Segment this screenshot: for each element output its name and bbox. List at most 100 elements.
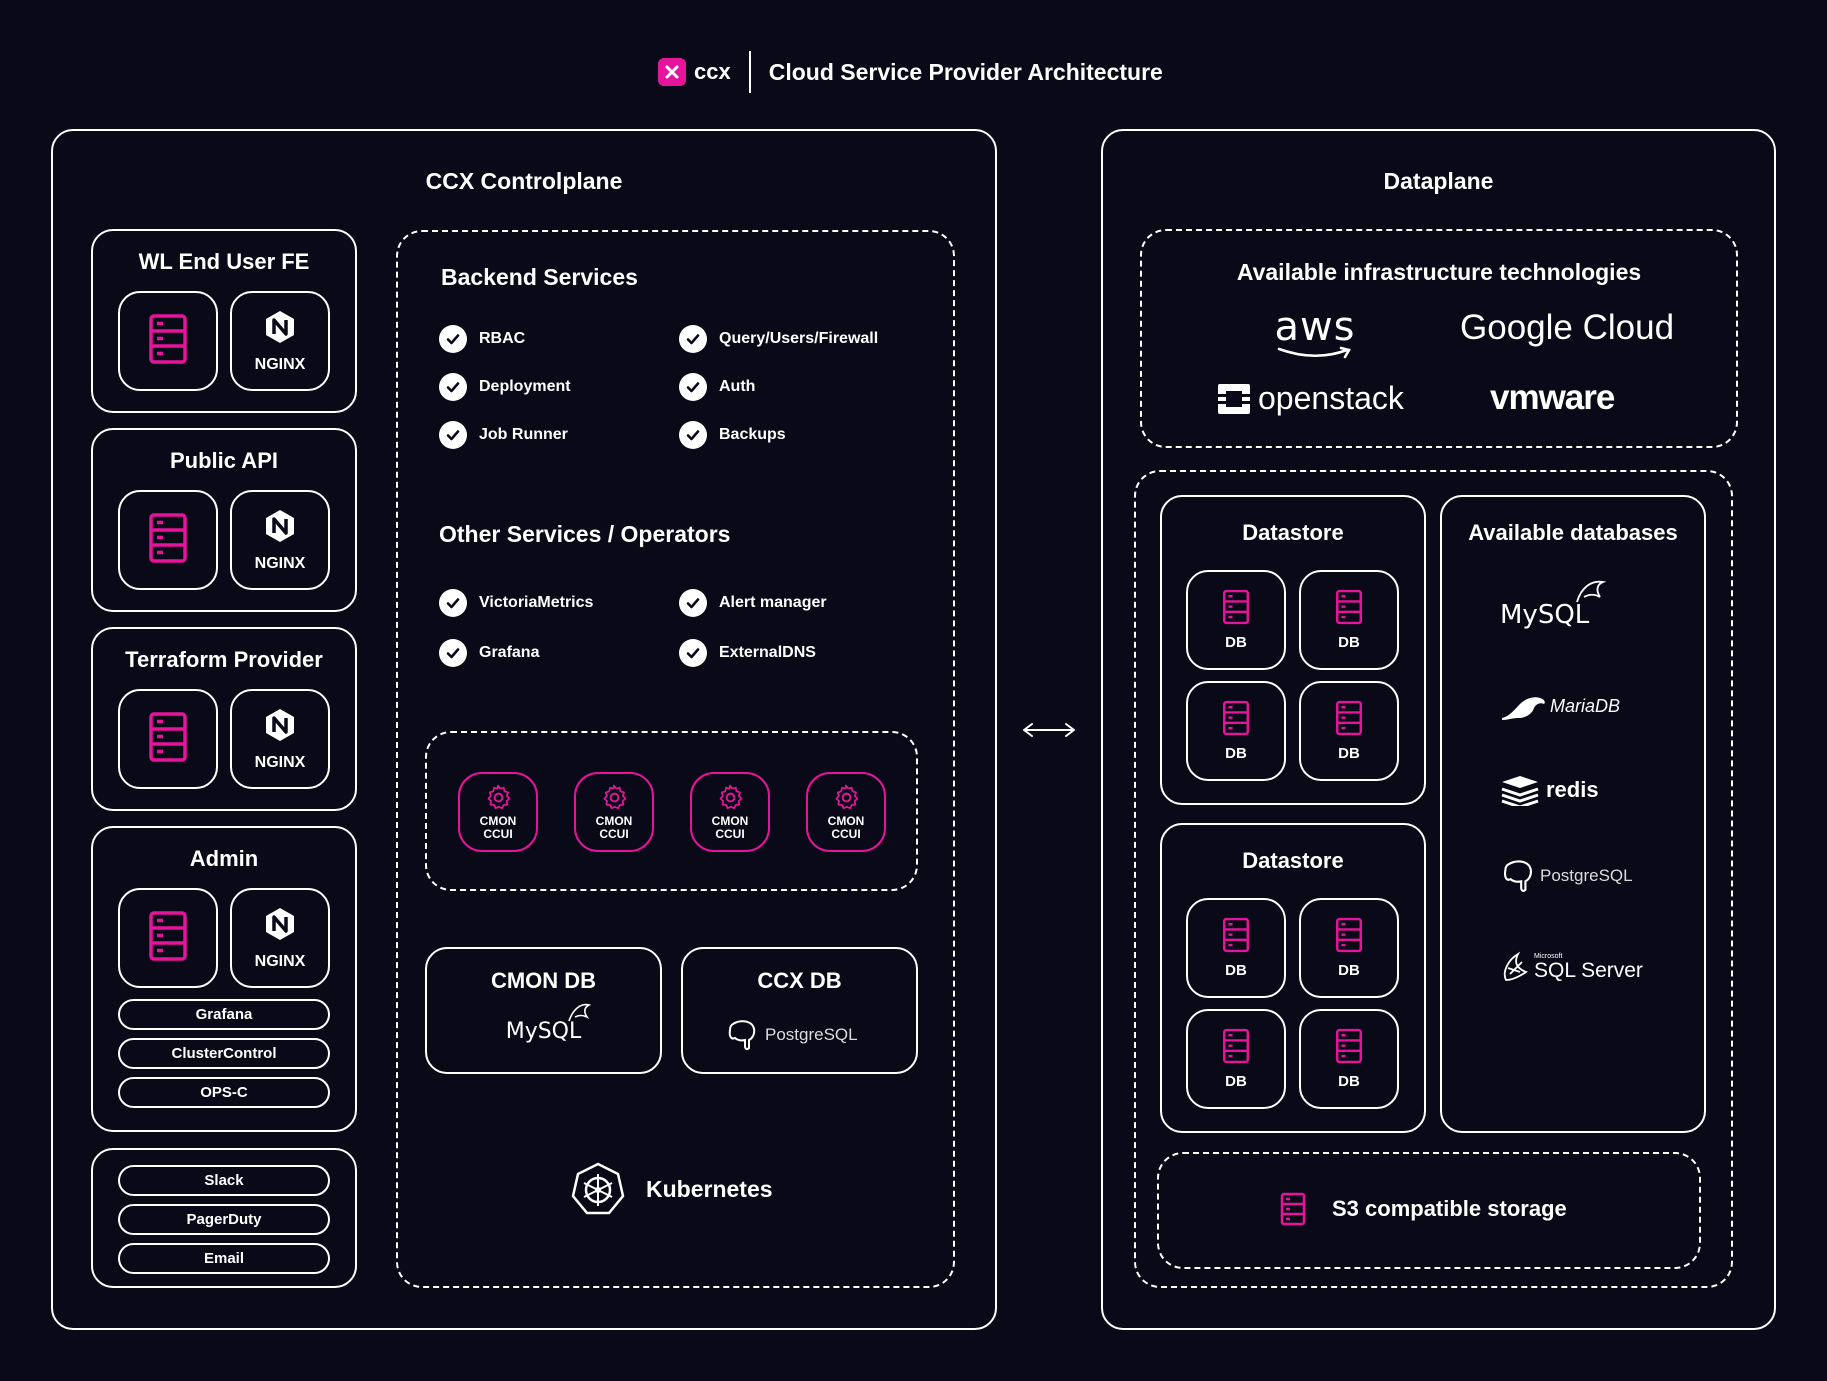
mysql-logo-text: MySQL [505,1018,582,1044]
google-cloud-logo: Google Cloud [1460,308,1675,347]
db-server-icon [1222,917,1250,958]
db-tile: DB [1186,681,1286,781]
dolphin-icon [568,1003,592,1021]
admin-chip-opsc[interactable]: OPS-C [118,1077,330,1108]
ccx-db-box [681,947,918,1074]
frontend-title: WL End User FE [138,249,310,274]
datastore-box [1160,495,1426,805]
datastore-title: Datastore [1242,848,1344,873]
db-server-icon [1335,700,1363,741]
notification-chip-slack[interactable]: Slack [118,1165,330,1196]
postgresql-db-logo: PostgreSQL [1500,858,1633,894]
sqlserver-text: SQL Server [1534,958,1643,982]
db-label: DB [1338,634,1360,651]
check-icon [679,589,707,617]
postgresql-db-text: PostgreSQL [1540,866,1633,885]
databases-panel [1134,470,1733,1288]
admin-chip-clustercontrol[interactable]: ClusterControl [118,1038,330,1069]
nginx-label: NGINX [254,753,306,771]
dataplane-title: Dataplane [1383,168,1494,194]
cmon-node-line2: CCUI [831,826,861,841]
cmon-db-box [425,947,662,1074]
controlplane-panel [51,129,997,1330]
server-tile [118,689,218,789]
openstack-icon [1218,383,1250,414]
service-item-label: ExternalDNS [719,644,816,661]
kubernetes-label: Kubernetes [646,1175,773,1202]
service-item: Backups [679,421,786,449]
notification-chip-email[interactable]: Email [118,1243,330,1274]
db-tile: DB [1299,1009,1399,1109]
kubernetes-icon [571,1162,625,1215]
dataplane-panel [1101,129,1776,1330]
check-icon [439,421,467,449]
cmon-db-title: CMON DB [490,968,597,993]
available-databases-title: Available databases [1468,520,1678,545]
elephant-icon [728,1020,756,1051]
mysql-db-logo: MySQL [1500,580,1607,630]
service-item: Auth [679,373,755,401]
nginx-tile: NGINX [230,291,330,391]
db-label: DB [1225,1073,1247,1090]
service-item-label: Query/Users/Firewall [719,330,879,347]
gear-icon [601,784,627,813]
check-icon [679,325,707,353]
service-item: Alert manager [679,589,827,617]
sqlserver-logo: Microsoft SQL Server [1500,950,1643,984]
db-label: DB [1225,745,1247,762]
elephant-icon [1503,860,1532,892]
db-tile: DB [1186,1009,1286,1109]
nginx-tile: NGINX [230,888,330,988]
ccx-db-postgres-logo: PostgreSQL [725,1018,858,1052]
openstack-logo: openstack [1216,380,1404,417]
header: ccx Cloud Service Provider Architecture [658,51,1163,93]
service-item-label: VictoriaMetrics [479,594,594,611]
admin-chip-grafana[interactable]: Grafana [118,999,330,1030]
seal-icon [1502,697,1545,720]
cmon-node-line1: CMON [595,813,633,828]
db-label: DB [1225,962,1247,979]
kubernetes-row: Kubernetes [570,1161,773,1217]
sqlserver-prefix: Microsoft [1534,952,1563,960]
gear-icon [833,784,859,813]
header-divider [748,51,751,93]
server-icon [148,313,188,370]
ccx-db-title: CCX DB [757,968,842,993]
available-databases-box [1440,495,1706,1133]
check-icon [679,639,707,667]
cmon-node-line2: CCUI [599,826,629,841]
db-label: DB [1225,634,1247,651]
check-icon [679,421,707,449]
db-server-icon [1222,700,1250,741]
s3-storage-row: S3 compatible storage [1280,1192,1567,1226]
notification-chip-pagerduty[interactable]: PagerDuty [118,1204,330,1235]
s3-storage-label: S3 compatible storage [1332,1196,1567,1221]
nginx-label: NGINX [254,952,306,970]
server-icon [148,512,188,569]
db-tile: DB [1299,570,1399,670]
infra-title: Available infrastructure technologies [1236,259,1642,285]
aws-text: aws [1274,304,1356,350]
openstack-text: openstack [1258,380,1404,416]
nginx-icon [262,508,298,549]
nginx-icon [262,707,298,748]
cmon-node-line1: CMON [827,813,865,828]
nginx-label: NGINX [254,355,306,373]
storage-icon [1280,1192,1306,1226]
service-item-label: Job Runner [479,426,568,443]
service-item-label: Backups [719,426,786,443]
backend-services-title: Backend Services [441,264,638,290]
aws-logo: aws [1250,305,1380,363]
server-icon [148,910,188,967]
service-item: Grafana [439,639,539,667]
nginx-icon [262,309,298,350]
cmon-group [425,731,918,891]
cmon-node-line1: CMON [711,813,749,828]
nginx-icon [262,906,298,947]
nginx-tile: NGINX [230,689,330,789]
service-item: VictoriaMetrics [439,589,593,617]
